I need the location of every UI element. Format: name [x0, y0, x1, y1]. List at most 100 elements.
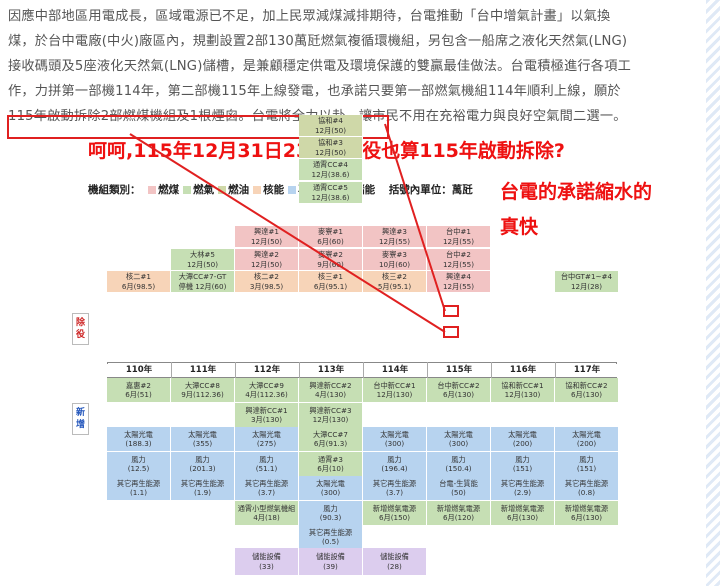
unit-detail: 4月(112.36): [245, 390, 288, 399]
unit-name: 台中#1: [446, 227, 471, 236]
unit-name: 台電-生質能: [439, 478, 478, 488]
unit-cell: 太陽光電(188.3): [107, 427, 171, 452]
unit-detail: 5月(95.1): [377, 281, 412, 291]
unit-name: 通霄#3: [318, 454, 343, 464]
unit-cell: 風力(201.3): [171, 452, 235, 477]
unit-cell: 太陽光電(200): [491, 427, 555, 452]
unit-cell: 風力(150.4): [427, 452, 491, 477]
unit-name: 風力: [387, 454, 402, 464]
unit-detail: 6月(130): [442, 390, 475, 399]
unit-detail: (150.4): [445, 464, 472, 473]
unit-detail: 12月(50): [186, 259, 219, 269]
unit-name: 大林#5: [190, 250, 215, 259]
unit-detail: 6月(95.1): [313, 281, 348, 291]
unit-detail: 12月(55): [442, 281, 475, 291]
unit-detail: 12月(50): [314, 147, 347, 157]
unit-detail: 12月(130): [504, 390, 541, 399]
unit-detail: 12月(55): [442, 236, 475, 246]
unit-detail: (28): [387, 561, 402, 571]
unit-name: 新增燃氣電源: [564, 503, 609, 513]
unit-detail: (200): [576, 439, 597, 448]
unit-name: 太陽光電: [188, 429, 217, 439]
unit-detail: 12月(50): [250, 259, 283, 269]
unit-name: 大潭CC#7-GT: [178, 272, 227, 281]
year-separator: [555, 362, 556, 378]
unit-name: 台中新CC#2: [437, 380, 480, 390]
unit-name: 風力: [323, 503, 338, 513]
unit-detail: (201.3): [189, 464, 216, 473]
unit-cell: 其它再生能源(0.5): [299, 525, 363, 550]
unit-detail: 9月(112.36): [181, 390, 224, 399]
unit-name: 其它再生能源: [372, 478, 417, 488]
unit-detail: 6月(60): [317, 236, 344, 246]
unit-cell: 其它再生能源(2.9): [491, 476, 555, 501]
unit-cell: 台電-生質能(50): [427, 476, 491, 501]
unit-cell: 其它再生能源(1.9): [171, 476, 235, 501]
unit-detail: 12月(28): [570, 281, 603, 291]
unit-detail: 4月(130): [314, 390, 347, 399]
unit-detail: (2.9): [513, 488, 532, 497]
unit-detail: 12月(130): [312, 415, 349, 424]
unit-name: 新增燃氣電源: [436, 503, 481, 513]
unit-detail: (0.8): [577, 488, 596, 497]
unit-detail: 10月(60): [378, 259, 411, 269]
unit-cell: 其它再生能源(0.8): [555, 476, 619, 501]
unit-detail: (300): [320, 488, 341, 497]
unit-detail: 6月(120): [442, 513, 475, 522]
unit-detail: (12.5): [127, 464, 150, 473]
unit-name: 其它再生能源: [180, 478, 225, 488]
unit-detail: (300): [448, 439, 469, 448]
unit-name: 麥寮#1: [318, 227, 343, 236]
unit-name: 興達新CC#2: [309, 380, 352, 390]
unit-name: 通霄CC#5: [312, 183, 348, 192]
unit-cell: 其它再生能源(3.7): [363, 476, 427, 501]
unit-cell: 太陽光電(200): [555, 427, 619, 452]
unit-detail: 12月(50): [314, 125, 347, 135]
unit-name: 協和新CC#1: [501, 380, 544, 390]
unit-name: 麥寮#2: [318, 250, 343, 259]
arrow-line-1: [384, 123, 446, 312]
unit-detail: (0.5): [321, 537, 340, 546]
unit-detail: 3月(98.5): [249, 281, 284, 291]
unit-detail: (188.3): [125, 439, 152, 448]
unit-detail: 6月(150): [378, 513, 411, 522]
unit-cell: 太陽光電(300): [299, 476, 363, 501]
unit-name: 風力: [195, 454, 210, 464]
unit-name: 大潭CC#9: [248, 380, 284, 390]
unit-cell: 儲能設備(39): [299, 548, 363, 576]
year-separator: [235, 362, 236, 378]
unit-cell: 其它再生能源(1.1): [107, 476, 171, 501]
unit-detail: (355): [192, 439, 213, 448]
unit-cell: 儲能設備(33): [235, 548, 299, 576]
unit-name: 太陽光電: [252, 429, 281, 439]
unit-detail: 6月(130): [570, 513, 603, 522]
unit-name: 其它再生能源: [116, 478, 161, 488]
unit-cell: 其它再生能源(3.7): [235, 476, 299, 501]
unit-name: 興達新CC#3: [309, 405, 352, 415]
legend-unit-note: 括號內單位：萬瓩: [388, 184, 473, 196]
unit-detail: 12月(55): [378, 236, 411, 246]
year-header: 113年: [299, 364, 363, 377]
unit-cell: 儲能設備(28): [363, 548, 427, 576]
year-header: 112年: [235, 364, 299, 377]
unit-name: 其它再生能源: [500, 478, 545, 488]
unit-detail: (3.7): [385, 488, 404, 497]
unit-name: 風力: [131, 454, 146, 464]
unit-detail: (300): [384, 439, 405, 448]
unit-detail: (275): [256, 439, 277, 448]
unit-cell: 太陽光電(275): [235, 427, 299, 452]
